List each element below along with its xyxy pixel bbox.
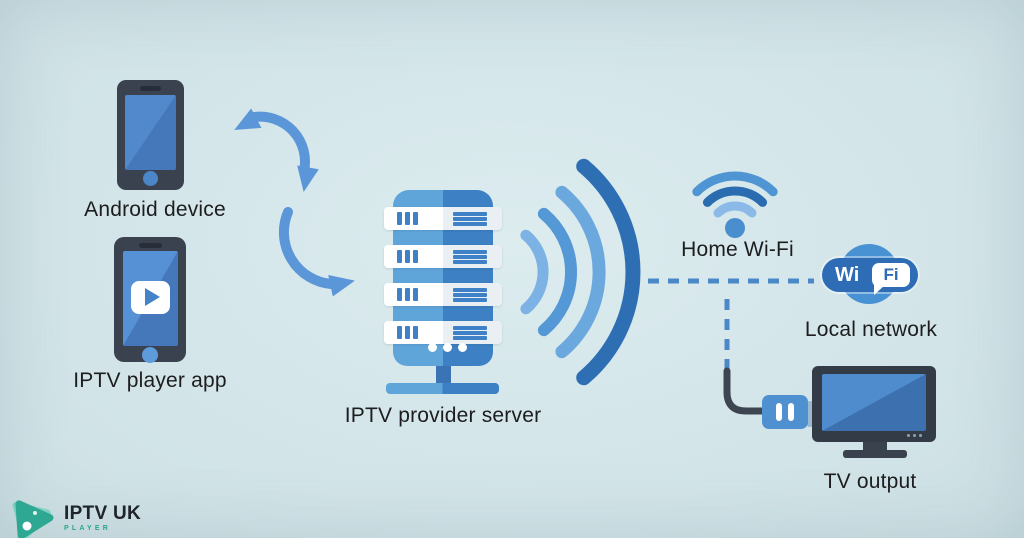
- arrowhead-right-icon: [328, 275, 355, 297]
- smartphone-play-icon: [114, 237, 186, 363]
- local-network-label: Local network: [804, 318, 938, 341]
- arrowhead-left-icon: [234, 108, 262, 130]
- curved-arrow-top: [234, 108, 319, 192]
- curved-arrow-bottom: [278, 207, 355, 297]
- play-button-icon: [131, 281, 170, 314]
- server-rack-unit: [384, 245, 502, 268]
- brand-logo: IPTV UK PLAYER: [10, 494, 141, 538]
- server-rack-unit: [384, 207, 502, 230]
- phone-speaker: [140, 86, 161, 91]
- iptv-player-app-label: IPTV player app: [73, 369, 227, 392]
- wifi-badge-wi-text: Wi: [835, 264, 860, 286]
- phone-home-button: [143, 171, 158, 186]
- tv-button: [919, 434, 922, 437]
- wifi-badge-icon: Wi Fi: [820, 244, 920, 310]
- wifi-badge-tail: [874, 285, 885, 295]
- iptv-provider-server-label: IPTV provider server: [344, 404, 542, 427]
- play-logo-icon: [12, 500, 54, 538]
- tv-base: [843, 450, 907, 458]
- server-led: [428, 343, 437, 352]
- smartphone-icon: [117, 80, 184, 190]
- server-stand: [436, 366, 451, 384]
- phone-screen: [125, 95, 176, 170]
- arrowhead-down-icon: [297, 165, 319, 192]
- android-device-label: Android device: [84, 198, 226, 221]
- tv-cable: [723, 367, 767, 415]
- brand-subtitle: PLAYER: [64, 525, 111, 532]
- wifi-icon: [692, 171, 778, 238]
- wifi-badge-fi-text: Fi: [872, 263, 910, 287]
- signal-waves-icon: [520, 158, 641, 386]
- tv-stand: [863, 442, 887, 450]
- server-icon: [384, 190, 502, 396]
- server-rack-unit: [384, 321, 502, 344]
- phone-speaker: [139, 243, 162, 248]
- tv-button: [907, 434, 910, 437]
- home-wifi-label: Home Wi-Fi: [681, 238, 794, 261]
- tv-output-label: TV output: [823, 470, 917, 493]
- tv-button: [913, 434, 916, 437]
- server-base: [386, 383, 499, 394]
- brand-title: IPTV UK: [64, 503, 142, 524]
- phone-home-button: [142, 347, 158, 363]
- server-led: [443, 343, 452, 352]
- wifi-badge-pill: Wi Fi: [822, 258, 918, 295]
- server-led: [458, 343, 467, 352]
- monitor-icon: [812, 366, 936, 460]
- server-rack-unit: [384, 283, 502, 306]
- tv-screen: [822, 374, 926, 431]
